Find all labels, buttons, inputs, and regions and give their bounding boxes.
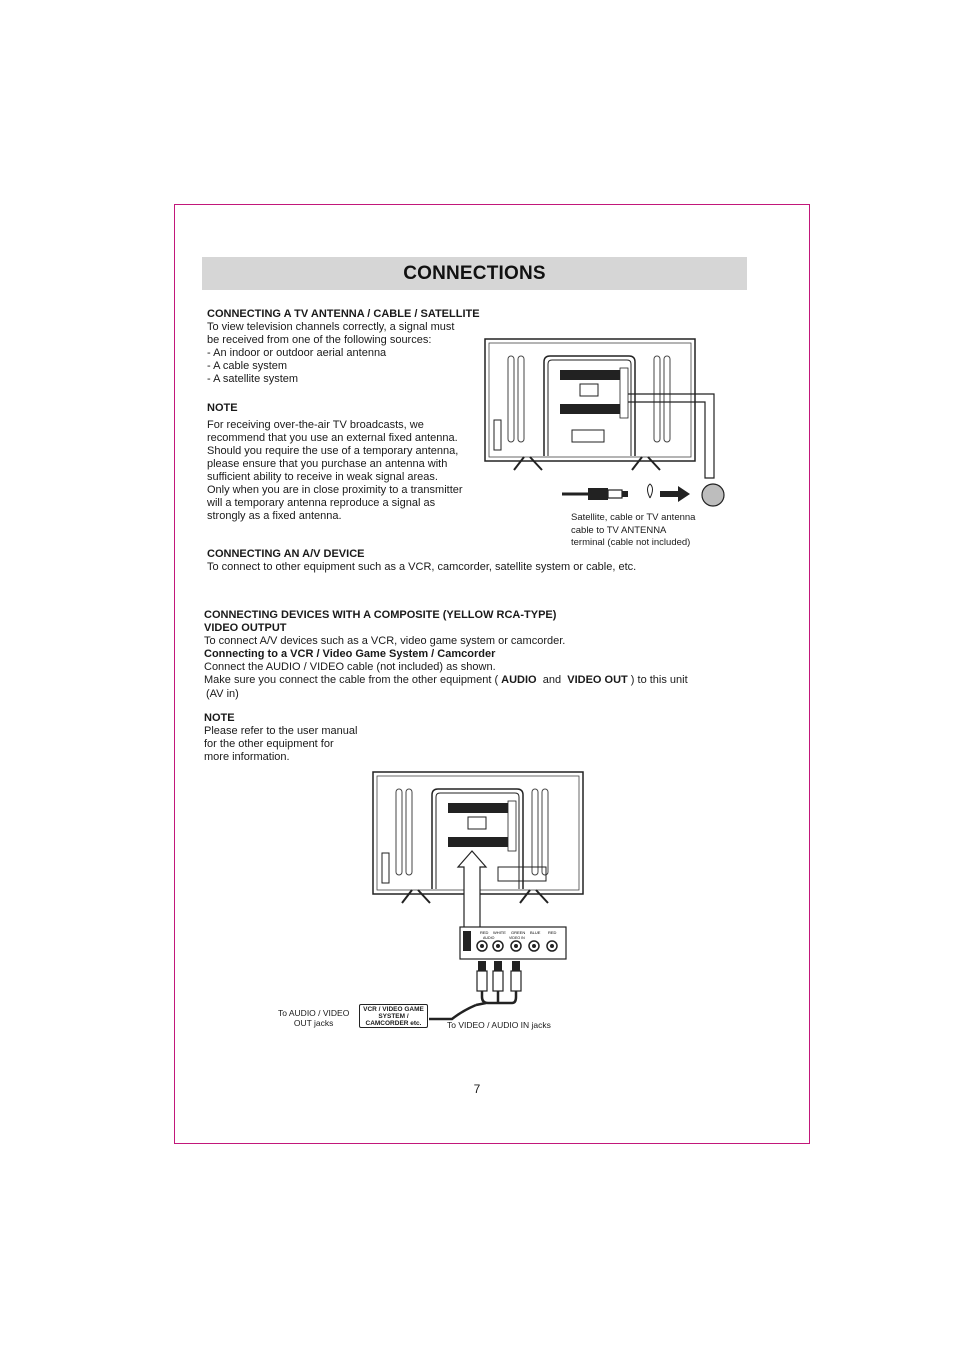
page-frame [174,204,810,1144]
diagram2-left-label-line: OUT jacks [293,1018,334,1028]
antenna-caption-line: Satellite, cable or TV antenna [571,512,696,523]
note1-line: please ensure that you purchase an anten… [207,458,448,470]
composite-video-out: VIDEO OUT [567,674,628,686]
note1-line: recommend that you use an external fixed… [207,432,458,444]
jack-label: WHITE [493,930,506,935]
device-box-line: SYSTEM / [378,1012,409,1020]
antenna-heading: CONNECTING A TV ANTENNA / CABLE / SATELL… [207,308,480,320]
antenna-line: - An indoor or outdoor aerial antenna [207,347,387,359]
antenna-line: - A cable system [207,360,288,372]
note1-line: strongly as a fixed antenna. [207,510,342,522]
composite-line-2-post: ) to this unit [627,674,688,686]
tv-back-diagram-av: RED WHITE GREEN BLUE RED AUDIO VIDEO IN [372,771,584,1021]
antenna-text: To view television channels correctly, a… [207,321,454,386]
note1-line: Should you require the use of a temporar… [207,445,459,457]
composite-line-2: Make sure you connect the cable from the… [204,674,688,687]
device-box: VCR / VIDEO GAME SYSTEM / CAMCORDER etc. [359,1004,428,1028]
composite-intro: To connect A/V devices such as a VCR, vi… [204,635,566,647]
note2-text: Please refer to the user manual for the … [204,725,357,764]
diagram2-left-label-line: To AUDIO / VIDEO [278,1008,350,1018]
antenna-caption-line: terminal (cable not included) [571,537,691,548]
device-box-line: CAMCORDER etc. [365,1019,422,1027]
antenna-caption: Satellite, cable or TV antenna cable to … [571,512,695,550]
note2-line: for the other equipment for [204,738,334,750]
composite-and: and [542,674,562,686]
composite-heading-1: CONNECTING DEVICES WITH A COMPOSITE (YEL… [204,609,557,621]
antenna-line: To view television channels correctly, a… [207,321,455,333]
composite-audio: AUDIO [501,674,537,686]
antenna-line: be received from one of the following so… [207,334,432,346]
page-title: CONNECTIONS [403,262,546,284]
composite-subheading: Connecting to a VCR / Video Game System … [204,648,496,660]
jack-label: RED [548,930,557,935]
note1-line: Only when you are in close proximity to … [207,484,463,496]
note1-heading: NOTE [207,402,238,414]
diagram2-left-label: To AUDIO / VIDEO OUT jacks [278,1008,349,1028]
diagram2-right-label: To VIDEO / AUDIO IN jacks [447,1020,551,1030]
composite-heading-2: VIDEO OUTPUT [204,622,287,634]
title-bar: CONNECTIONS [202,257,747,290]
jack-label: BLUE [530,930,541,935]
jack-sublabel: AUDIO [483,936,495,940]
jack-sublabel: VIDEO IN [509,936,525,940]
jack-label: RED [480,930,489,935]
note2-line: Please refer to the user manual [204,725,358,737]
note1-line: sufficient ability to receive in weak si… [207,471,438,483]
note1-line: For receiving over-the-air TV broadcasts… [207,419,424,431]
note1-line: will a temporary antenna reproduce a sig… [207,497,436,509]
device-box-line: VCR / VIDEO GAME [363,1005,424,1013]
av-text: To connect to other equipment such as a … [207,561,637,573]
composite-line-3: (AV in) [206,688,239,700]
antenna-line: - A satellite system [207,373,299,385]
antenna-caption-line: cable to TV ANTENNA [571,524,667,536]
composite-line-2-pre: Make sure you connect the cable from the… [204,674,502,686]
page-number: 7 [473,1082,481,1096]
note2-line: more information. [204,751,290,763]
av-heading: CONNECTING AN A/V DEVICE [207,548,365,560]
note2-heading: NOTE [204,712,235,724]
jack-label: GREEN [511,930,525,935]
composite-line-1: Connect the AUDIO / VIDEO cable (not inc… [204,661,496,673]
tv-back-diagram-antenna [484,338,725,507]
note1-text: For receiving over-the-air TV broadcasts… [207,419,463,523]
